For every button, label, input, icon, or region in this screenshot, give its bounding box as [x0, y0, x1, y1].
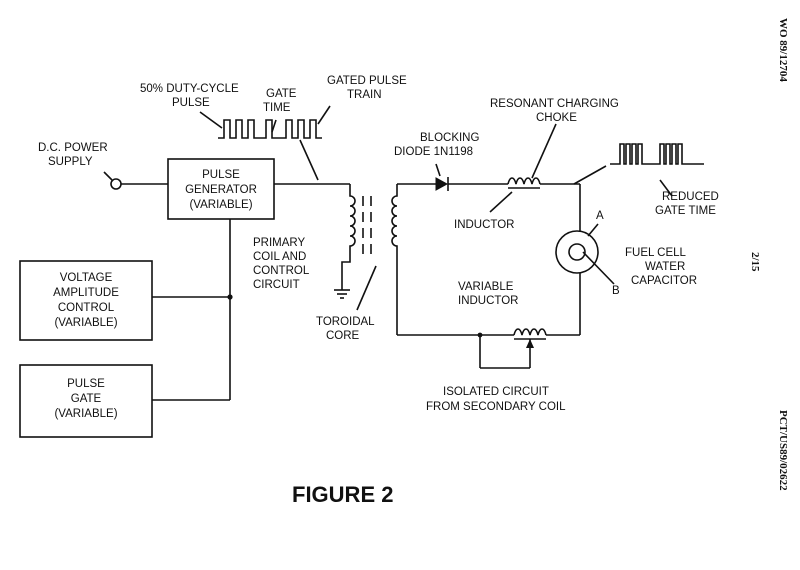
pulse-generator-label-3: (VARIABLE)	[189, 199, 252, 211]
voltage-box-label-3: CONTROL	[58, 302, 115, 314]
blocking-diode	[435, 177, 449, 191]
dc-power-label-2: SUPPLY	[48, 156, 93, 168]
dc-power-label-1: D.C. POWER	[38, 142, 108, 154]
gated-pulse-label-2: TRAIN	[347, 89, 382, 101]
fuel-cell-capacitor-inner	[568, 243, 586, 261]
toroidal-core-pointer	[356, 265, 377, 311]
duty-cycle-label-2: PULSE	[172, 97, 210, 109]
voltage-box-label-1: VOLTAGE	[60, 272, 113, 284]
primary-coil-label-4: CIRCUIT	[253, 279, 300, 291]
isolated-circuit-label-1: ISOLATED CIRCUIT	[443, 386, 549, 398]
margin-publication-number: WO 89/12704	[777, 18, 789, 82]
dc-supply-wire	[103, 171, 113, 181]
fuel-cell-label-2: WATER	[645, 261, 685, 273]
toroidal-core-label-1: TOROIDAL	[316, 316, 375, 328]
duty-cycle-pulse-waveform	[218, 119, 322, 139]
pulse-gate-label-3: (VARIABLE)	[54, 408, 117, 420]
gate-time-label-2: TIME	[263, 102, 291, 114]
terminal-b-pointer	[582, 251, 615, 285]
resonant-charging-choke	[507, 177, 541, 185]
blocking-diode-label-1: BLOCKING	[420, 132, 479, 144]
primary-coil	[341, 184, 356, 290]
reduced-gate-label-1: REDUCED	[662, 191, 719, 203]
resonant-choke-label-1: RESONANT CHARGING	[490, 98, 619, 110]
variable-inductor-label-1: VARIABLE	[458, 281, 514, 293]
reduced-gate-pointer-1	[573, 165, 607, 185]
generator-output-pointer	[299, 139, 319, 181]
toroidal-core	[362, 196, 372, 254]
fuel-cell-capacitor-outer	[555, 230, 599, 274]
gate-time-pointer	[271, 119, 277, 133]
variable-inductor-label-2: INDUCTOR	[458, 295, 518, 307]
margin-application-number: PCT/US89/02622	[777, 410, 789, 491]
resonant-choke-pointer	[531, 123, 557, 179]
voltage-amplitude-control-box	[19, 260, 153, 341]
gated-train-pointer	[317, 105, 331, 125]
pulse-generator-label-2: GENERATOR	[185, 184, 257, 196]
secondary-coil	[391, 184, 398, 335]
pulse-generator-label-1: PULSE	[202, 169, 240, 181]
blocking-diode-label-2: DIODE 1N1198	[394, 146, 473, 158]
voltage-box-label-4: (VARIABLE)	[54, 317, 117, 329]
variable-inductor-coil	[513, 328, 547, 336]
toroidal-core-label-2: CORE	[326, 330, 360, 342]
terminal-b-label: B	[612, 285, 620, 297]
terminal-a-pointer	[587, 223, 599, 237]
primary-coil-label-2: COIL AND	[253, 251, 306, 263]
fuel-cell-label-3: CAPACITOR	[631, 275, 697, 287]
pulse-gate-box	[19, 364, 153, 438]
pulse-generator-box	[167, 158, 275, 220]
isolated-junction-dot	[477, 332, 483, 338]
inductor-pointer	[489, 191, 513, 213]
reduced-gate-time-waveform	[610, 143, 704, 165]
duty-cycle-label-1: 50% DUTY-CYCLE	[140, 83, 239, 95]
resonant-choke-label-2: CHOKE	[536, 112, 577, 124]
pulse-gate-label-2: GATE	[71, 393, 102, 405]
reduced-gate-pointer-2	[659, 179, 673, 197]
diode-pointer	[435, 163, 441, 177]
isolated-circuit-label-2: FROM SECONDARY COIL	[426, 401, 566, 413]
voltage-box-label-2: AMPLITUDE	[53, 287, 119, 299]
inductor-label: INDUCTOR	[454, 219, 514, 231]
pulse-gate-label-1: PULSE	[67, 378, 105, 390]
fuel-cell-label-1: FUEL CELL	[625, 247, 687, 259]
duty-cycle-pointer	[199, 111, 223, 129]
reduced-gate-label-2: GATE TIME	[655, 205, 716, 217]
primary-coil-label-3: CONTROL	[253, 265, 310, 277]
gate-time-label-1: GATE	[266, 88, 297, 100]
margin-sheet-number: 2/15	[749, 252, 761, 272]
gated-pulse-label-1: GATED PULSE	[327, 75, 407, 87]
primary-coil-label-1: PRIMARY	[253, 237, 306, 249]
figure-title: FIGURE 2	[292, 482, 393, 507]
dc-supply-terminal	[110, 178, 122, 190]
variable-inductor-arrowhead	[526, 339, 534, 348]
terminal-a-label: A	[596, 210, 604, 222]
